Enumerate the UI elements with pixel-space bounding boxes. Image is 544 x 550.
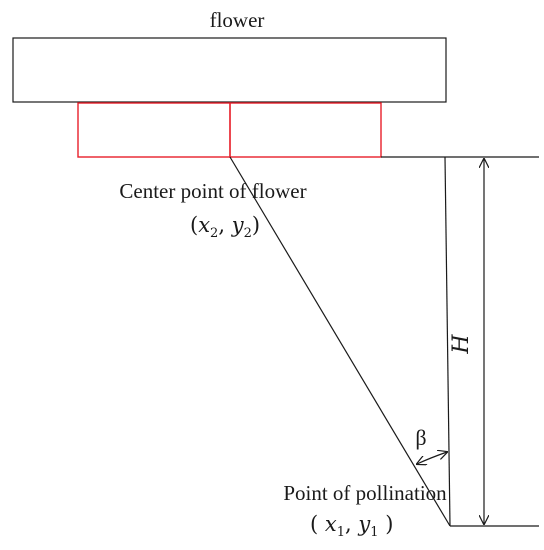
center-point-coordinate: (x2, y2) <box>190 213 260 241</box>
angle-arc <box>417 452 447 464</box>
red-box-left <box>77 102 231 158</box>
slant-line <box>229 156 451 527</box>
height-label: H <box>449 334 474 355</box>
angle-beta-label: β <box>415 425 426 450</box>
red-box-right <box>229 102 382 158</box>
flower-title: flower <box>210 8 265 32</box>
center-point-label: Center point of flower <box>119 179 306 203</box>
flower-body-rect <box>12 37 447 103</box>
pollination-point-coordinate: ( x1, y1 ) <box>310 512 393 540</box>
pollination-point-label: Point of pollination <box>283 481 447 505</box>
